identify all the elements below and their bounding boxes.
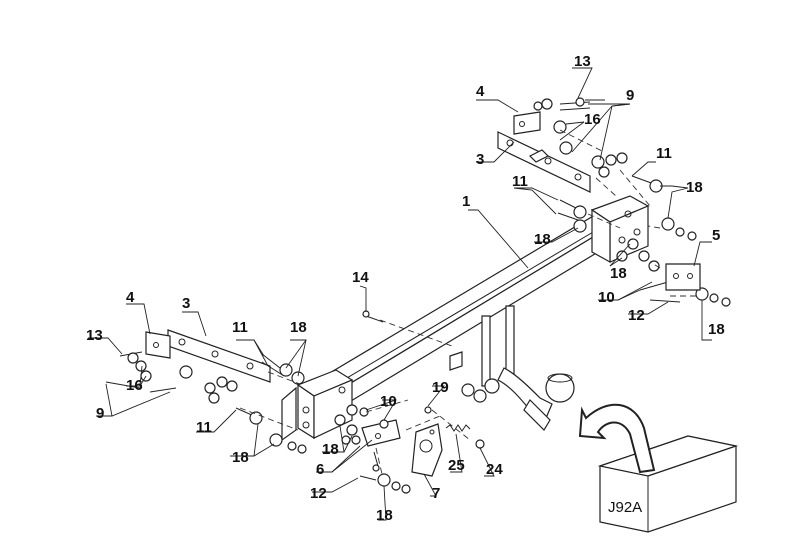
callout-25: 25 bbox=[448, 457, 465, 474]
electric-socket-plate bbox=[411, 423, 443, 477]
callout-4-left: 4 bbox=[126, 289, 135, 306]
callout-18-top: 18 bbox=[686, 179, 703, 196]
center-hangers bbox=[449, 305, 515, 387]
bolt-14 bbox=[362, 310, 384, 323]
callout-6: 6 bbox=[316, 461, 324, 478]
direction-arrow bbox=[578, 403, 656, 474]
callout-9-left: 9 bbox=[96, 405, 104, 422]
assembly-guide-lines bbox=[239, 129, 700, 475]
socket-plate-6 bbox=[359, 419, 411, 494]
model-box-label: J92A bbox=[608, 499, 642, 516]
tow-ball-neck bbox=[461, 367, 575, 431]
callout-13-left: 13 bbox=[86, 327, 103, 344]
callout-9-top: 9 bbox=[626, 87, 634, 104]
left-end-bracket bbox=[281, 369, 354, 442]
callout-4-top: 4 bbox=[476, 83, 485, 100]
callout-11-mid: 11 bbox=[512, 173, 528, 190]
callout-3-left: 3 bbox=[182, 295, 190, 312]
left-plate bbox=[145, 331, 171, 359]
callout-19: 19 bbox=[432, 379, 449, 396]
callout-5: 5 bbox=[712, 227, 720, 244]
callout-10-right: 10 bbox=[598, 289, 615, 306]
callout-11-left: 11 bbox=[232, 319, 248, 336]
callout-24: 24 bbox=[486, 461, 503, 478]
callout-18-mid2: 18 bbox=[610, 265, 627, 282]
callout-16-top: 16 bbox=[584, 111, 601, 128]
callout-7: 7 bbox=[432, 485, 440, 502]
callout-18-right: 18 bbox=[708, 321, 725, 338]
callout-1: 1 bbox=[462, 193, 470, 210]
callout-18-left: 18 bbox=[290, 319, 307, 336]
leader-lines bbox=[88, 67, 712, 521]
model-box: J92A bbox=[597, 435, 739, 533]
top-fastener-set bbox=[533, 97, 663, 193]
callout-12-lower: 12 bbox=[310, 485, 327, 502]
callout-14: 14 bbox=[352, 269, 369, 286]
callout-12-right: 12 bbox=[628, 307, 645, 324]
callout-18-lower2: 18 bbox=[322, 441, 339, 458]
top-plate bbox=[513, 111, 541, 135]
callout-3-top: 3 bbox=[476, 151, 484, 168]
main-crossbar bbox=[316, 211, 620, 412]
callout-10-lower: 10 bbox=[380, 393, 397, 410]
right-small-bracket bbox=[665, 263, 701, 291]
callout-11-top: 11 bbox=[656, 145, 672, 162]
callout-labels: 1 4 3 13 9 16 11 18 11 18 5 18 10 12 18 … bbox=[86, 53, 725, 524]
left-fastener-set bbox=[105, 351, 307, 454]
callout-18-lower: 18 bbox=[232, 449, 249, 466]
spring-and-nuts bbox=[424, 406, 485, 449]
callout-18-bottom: 18 bbox=[376, 507, 393, 524]
callout-18-mid: 18 bbox=[534, 231, 551, 248]
right-end-bracket bbox=[590, 195, 650, 264]
callout-11-lower: 11 bbox=[196, 419, 212, 436]
callout-16-left: 16 bbox=[126, 377, 143, 394]
callout-13-top: 13 bbox=[574, 53, 591, 70]
